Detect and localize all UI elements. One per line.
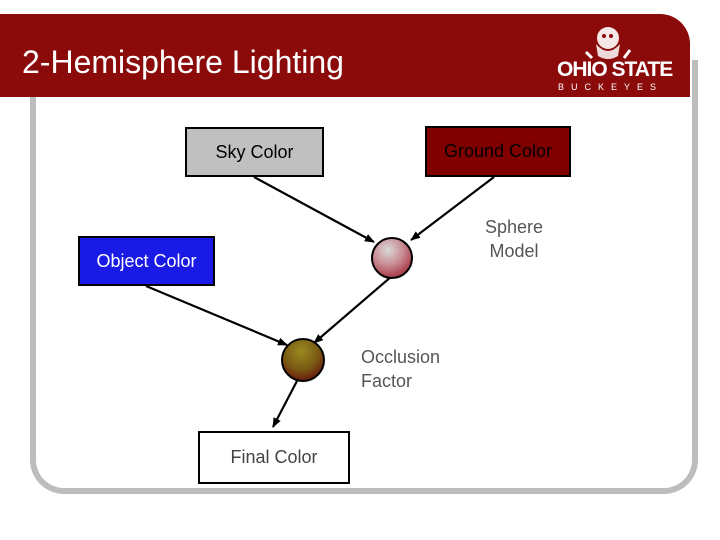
title-banner: 2-Hemisphere Lighting [0, 14, 690, 97]
ground-color-box: Ground Color [425, 126, 571, 177]
slide-title: 2-Hemisphere Lighting [22, 44, 344, 80]
arrow-ground-to-sphere [410, 176, 495, 241]
sphere-model-label: Sphere Model [474, 215, 554, 263]
slide-frame [30, 60, 698, 494]
sky-color-box: Sky Color [185, 127, 324, 177]
arrow-object-to-occlusion [145, 284, 288, 347]
arrow-sky-to-sphere [253, 176, 375, 243]
occlusion-factor-node [281, 338, 325, 382]
arrow-occlusion-to-final [272, 378, 299, 428]
occlusion-label-line1: Occlusion [361, 347, 441, 367]
final-color-box: Final Color [198, 431, 350, 484]
logo-subtitle: BUCKEYES [558, 82, 664, 92]
sphere-label-line2: Model [489, 241, 539, 261]
logo-wordmark: OHIO STATE [557, 58, 673, 81]
occlusion-factor-label: Occlusion Factor [361, 345, 471, 393]
object-color-box: Object Color [78, 236, 215, 286]
arrow-sphere-to-occlusion [313, 275, 393, 344]
occlusion-label-line2: Factor [361, 371, 413, 391]
buckeye-mascot-logo [584, 27, 632, 60]
sphere-label-line1: Sphere [484, 217, 544, 237]
sphere-model-node [371, 237, 413, 279]
